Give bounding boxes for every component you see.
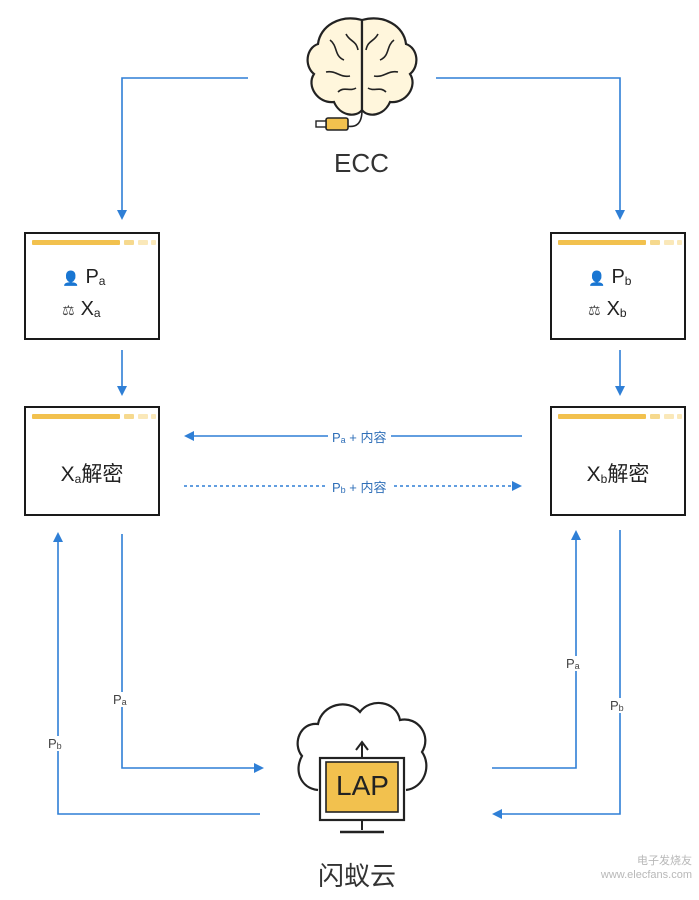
edge-label-left-up: Pb: [48, 736, 62, 751]
private-key-row: ⚖Xa: [62, 298, 101, 320]
title-bar-stripe: [558, 240, 646, 245]
stamp-icon: ⚖: [588, 302, 601, 318]
arrow-cloud-up-to-a: [53, 532, 260, 815]
arrow-label-pa-content: Pa + 内容: [328, 427, 391, 446]
edge-label-right-down: Pb: [610, 698, 624, 713]
watermark: 电子发烧友 www.elecfans.com: [600, 855, 692, 881]
title-bar-stripe: [664, 414, 674, 419]
public-key-row: 👤Pb: [588, 266, 632, 288]
user-key-icon: 👤: [588, 270, 606, 286]
arrow-b-down-to-cloud: [492, 530, 621, 819]
decrypt-label-a: Xa解密: [60, 463, 124, 486]
ecc-label: ECC: [334, 148, 389, 178]
title-bar-stripe: [558, 414, 646, 419]
decrypt-box-a: Xa解密: [24, 406, 160, 516]
lap-label: LAP: [336, 770, 389, 801]
title-bar-stripe: [151, 414, 156, 419]
title-bar-stripe: [151, 240, 156, 245]
title-bar-stripe: [32, 240, 120, 245]
brain-icon: [306, 17, 418, 131]
arrow-cloud-up-to-b: [492, 530, 581, 769]
key-box-b: 👤Pb ⚖Xb: [550, 232, 686, 340]
title-bar-stripe: [138, 414, 148, 419]
arrow-brain-to-a: [117, 77, 248, 220]
title-bar-stripe: [664, 240, 674, 245]
title-bar-stripe: [677, 414, 682, 419]
public-key-row: 👤Pa: [62, 266, 106, 288]
title-bar-stripe: [650, 240, 660, 245]
cloud-label: 闪蚁云: [318, 861, 397, 891]
monitor-icon: [318, 756, 406, 834]
title-bar-stripe: [32, 414, 120, 419]
decrypt-box-b: Xb解密: [550, 406, 686, 516]
key-box-a: 👤Pa ⚖Xa: [24, 232, 160, 340]
edge-label-left-down: Pa: [113, 692, 127, 707]
title-bar-stripe: [677, 240, 682, 245]
user-key-icon: 👤: [62, 270, 80, 286]
arrow-brain-to-b: [436, 77, 625, 220]
title-bar-stripe: [650, 414, 660, 419]
title-bar-stripe: [138, 240, 148, 245]
decrypt-label-b: Xb解密: [586, 463, 650, 486]
title-bar-stripe: [124, 414, 134, 419]
arrow-a-down-to-cloud: [121, 534, 264, 773]
edge-label-right-up: Pa: [566, 656, 580, 671]
title-bar-stripe: [124, 240, 134, 245]
arrow-label-pb-content: Pb + 内容: [328, 477, 391, 496]
private-key-row: ⚖Xb: [588, 298, 627, 320]
stamp-icon: ⚖: [62, 302, 75, 318]
